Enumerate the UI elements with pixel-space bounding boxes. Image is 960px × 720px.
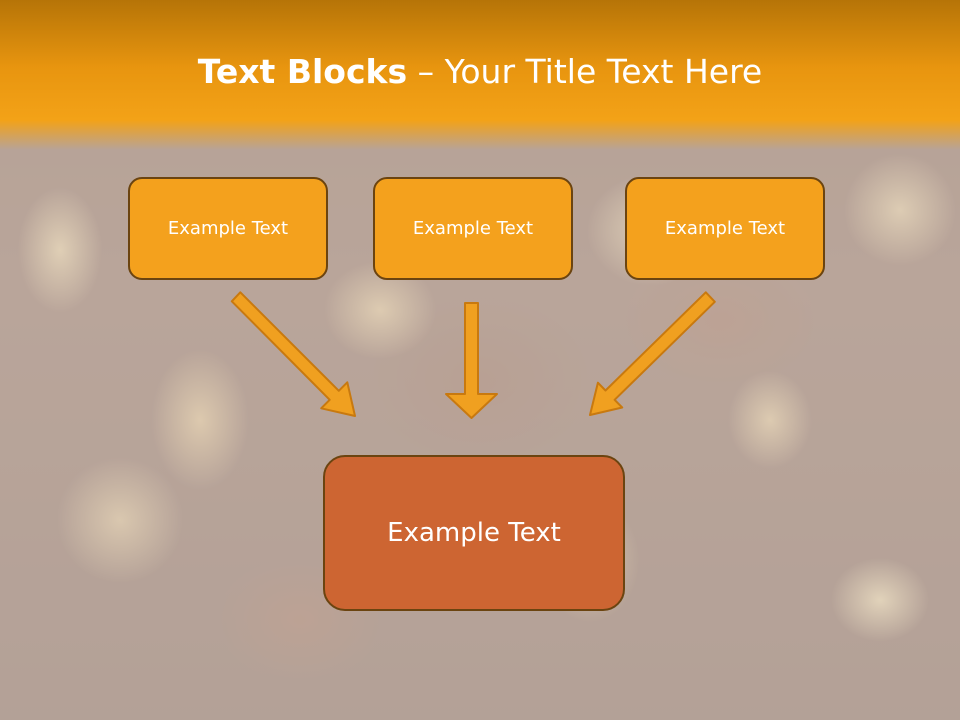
text-block-bottom-label: Example Text [387, 518, 561, 548]
text-block-left[interactable]: Example Text [128, 177, 328, 280]
slide-title: Text Blocks – Your Title Text Here [0, 52, 960, 91]
text-block-middle[interactable]: Example Text [373, 177, 573, 280]
text-block-middle-label: Example Text [412, 218, 534, 239]
text-block-right[interactable]: Example Text [625, 177, 825, 280]
text-block-right-label: Example Text [664, 218, 786, 239]
arrow-right-diagonal [589, 291, 716, 416]
arrow-left-diagonal [230, 291, 356, 417]
arrow-down [445, 302, 498, 419]
title-bold: Text Blocks [197, 52, 408, 91]
text-block-left-label: Example Text [167, 218, 289, 239]
text-block-bottom[interactable]: Example Text [323, 455, 625, 611]
title-band [0, 0, 960, 150]
title-rest: – Your Title Text Here [407, 52, 763, 91]
